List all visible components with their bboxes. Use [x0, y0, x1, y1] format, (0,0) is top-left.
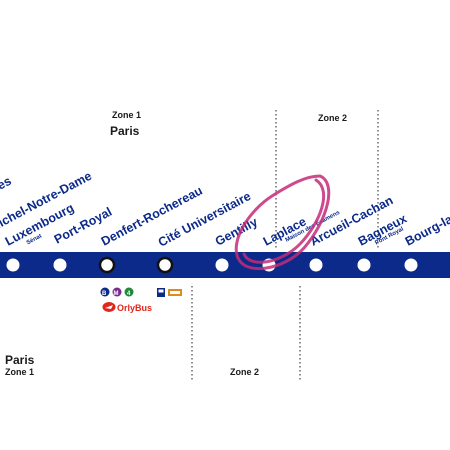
- zone-2-bottom-title: Zone 2: [230, 367, 259, 377]
- highlight-circle-mark: [234, 174, 331, 271]
- station-stop-2: [53, 258, 67, 272]
- station-stop-7: [309, 258, 323, 272]
- connection-icons-cite-u: [157, 288, 182, 297]
- metro-connection-letter: M: [114, 291, 119, 297]
- station-stop-1: [6, 258, 20, 272]
- truncated-station-label: es: [0, 174, 14, 193]
- tram-window-icon: [158, 289, 164, 293]
- rer-b-connection-letter: B: [102, 291, 107, 297]
- rer-b-connection-icon: [100, 287, 110, 297]
- station-name-3: Denfert-Rochereau: [99, 183, 205, 248]
- station-stops: [6, 256, 418, 274]
- station-stop-9: [404, 258, 418, 272]
- zone-1-top-title: Zone 1: [112, 110, 141, 120]
- station-stop-8: [357, 258, 371, 272]
- line-4-connection-number: 4: [127, 291, 131, 297]
- zone-2-top-title: Zone 2: [318, 113, 347, 123]
- zone-1-top-city: Paris: [110, 124, 140, 138]
- connection-icons-denfert: B M 4 OrlyBus: [100, 287, 152, 313]
- zone-1-bottom-city: Paris: [5, 353, 35, 367]
- station-label-group-9: Bourg-la-Reine: [403, 194, 450, 248]
- station-stop-3: [98, 256, 116, 274]
- station-stop-4: [156, 256, 174, 274]
- line-4-connection-icon: [124, 287, 134, 297]
- station-name-9: Bourg-la-Reine: [403, 194, 450, 248]
- metro-connection-icon: [112, 287, 122, 297]
- plane-icon: [105, 305, 113, 309]
- station-stop-5: [215, 258, 229, 272]
- tram-line-badge-inner-icon: [170, 291, 180, 294]
- station-label-group-3: Denfert-Rochereau: [99, 183, 205, 248]
- zone-1-bottom-title: Zone 1: [5, 367, 34, 377]
- orlybus-label: OrlyBus: [117, 303, 152, 313]
